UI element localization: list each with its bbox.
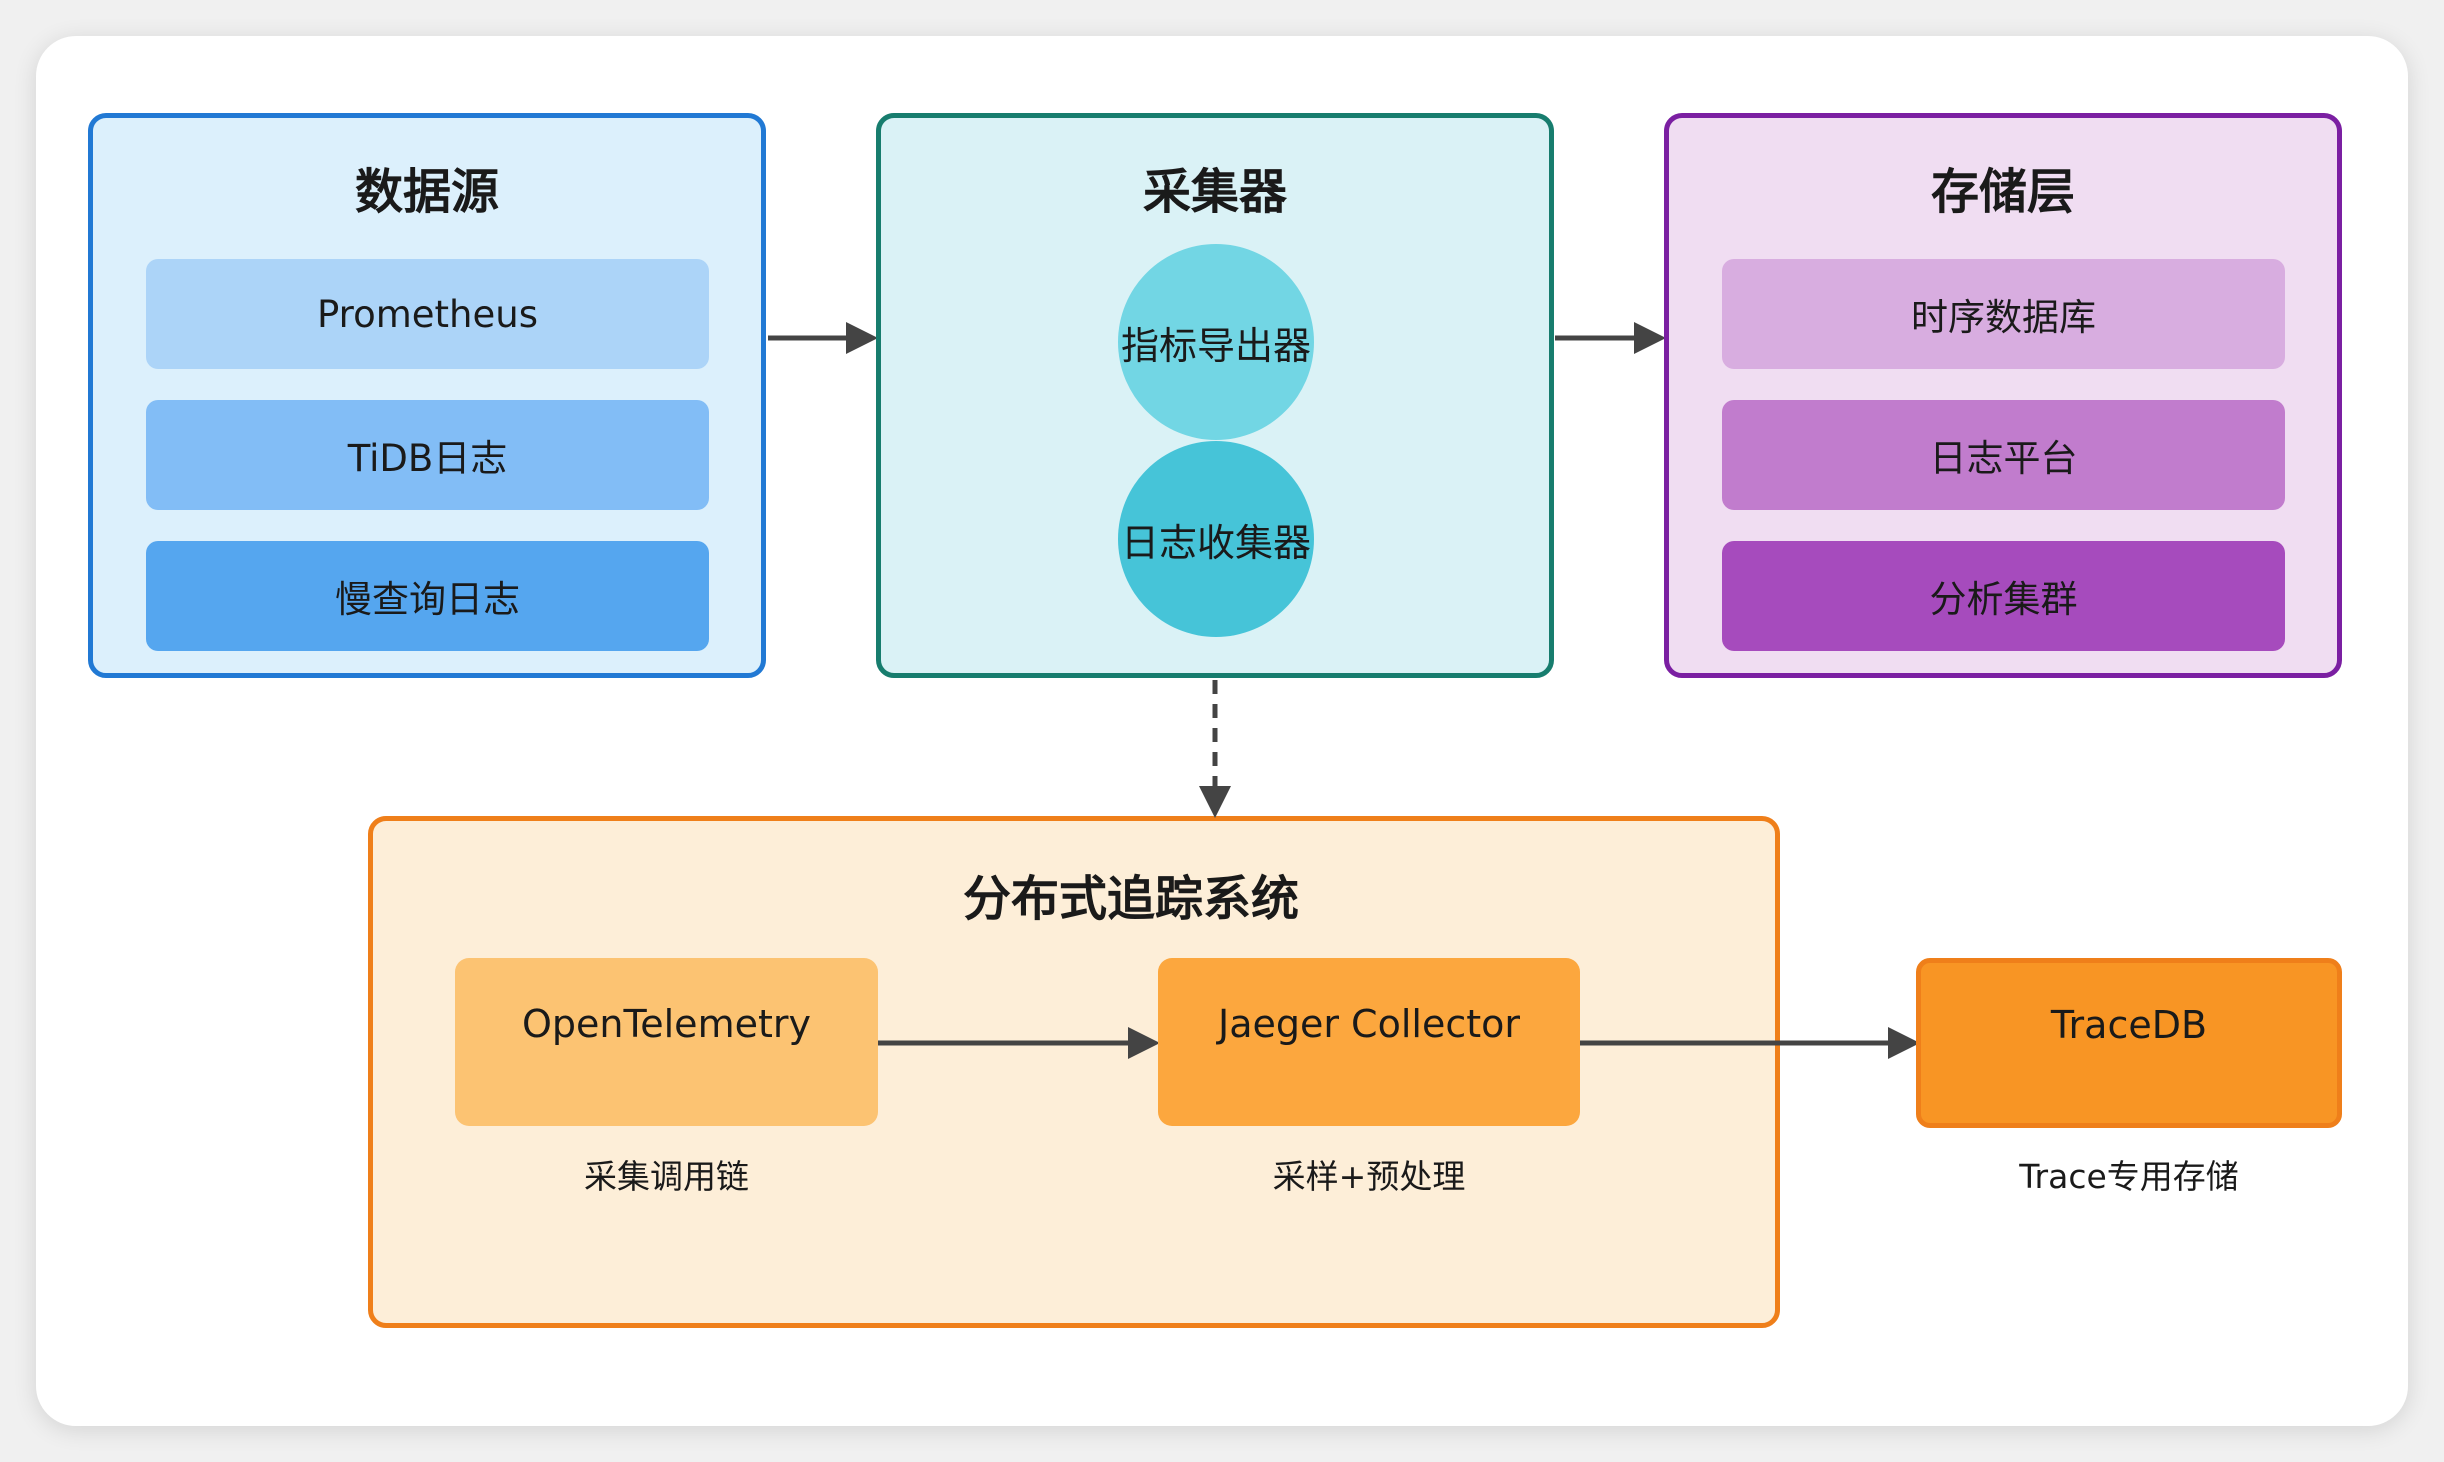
arrowhead-jaeger-to-tracedb: [1888, 1027, 1920, 1059]
opentelemetry-note: 采集调用链: [584, 1157, 749, 1196]
collector-title: 采集器: [1142, 164, 1287, 220]
storage-item-analytics-cluster[interactable]: 分析集群: [1722, 541, 2285, 651]
jaeger-collector-node[interactable]: Jaeger Collector: [1158, 958, 1580, 1126]
collector-panel: 采集器 指标导出器 日志收集器: [876, 113, 1554, 678]
tracedb-node[interactable]: TraceDB: [1916, 958, 2342, 1128]
storage-item-log-platform[interactable]: 日志平台: [1722, 400, 2285, 510]
tracedb-note: Trace专用存储: [2019, 1157, 2239, 1196]
arrowhead-sources-to-collector: [846, 322, 878, 354]
opentelemetry-node[interactable]: OpenTelemetry: [455, 958, 878, 1126]
source-item-tidb-log[interactable]: TiDB日志: [146, 400, 709, 510]
arrowhead-collector-to-tracing: [1199, 786, 1231, 818]
sources-title: 数据源: [354, 164, 499, 220]
metrics-exporter-node[interactable]: 指标导出器: [1118, 244, 1314, 440]
tracing-title: 分布式追踪系统: [962, 871, 1299, 927]
source-item-slow-query-log[interactable]: 慢查询日志: [146, 541, 709, 651]
jaeger-collector-note: 采样+预处理: [1272, 1157, 1466, 1196]
storage-title: 存储层: [1930, 164, 2075, 220]
arrowhead-collector-to-storage: [1634, 322, 1666, 354]
storage-panel: 存储层 时序数据库 日志平台 分析集群: [1664, 113, 2342, 678]
arrowhead-otel-to-jaeger: [1128, 1027, 1160, 1059]
storage-item-tsdb[interactable]: 时序数据库: [1722, 259, 2285, 369]
source-item-prometheus[interactable]: Prometheus: [146, 259, 709, 369]
log-collector-node[interactable]: 日志收集器: [1118, 441, 1314, 637]
sources-panel: 数据源 Prometheus TiDB日志 慢查询日志: [88, 113, 766, 678]
